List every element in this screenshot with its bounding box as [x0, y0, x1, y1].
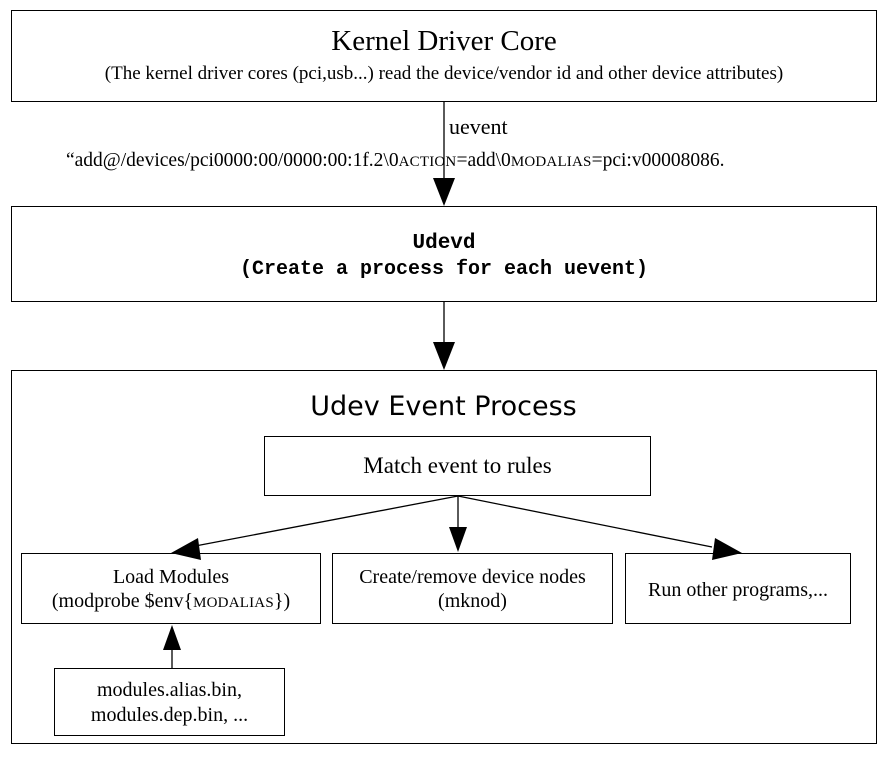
device-nodes-title: Create/remove device nodes [359, 566, 586, 588]
run-programs-box: Run other programs,... [625, 553, 851, 624]
device-nodes-command: (mknod) [438, 590, 507, 612]
arrowhead-match-to-load [171, 538, 201, 560]
arrowhead-files-to-load [163, 625, 181, 650]
arrowhead-match-to-nodes [449, 527, 467, 552]
uevent-string-part: =pci:v00008086. [591, 150, 725, 171]
load-modules-command: (modprobe $env{MODALIAS}) [22, 590, 320, 613]
udevd-box: Udevd (Create a process for each uevent) [11, 206, 877, 302]
arrowhead-match-to-run [712, 538, 742, 560]
arrow-match-to-run [457, 495, 713, 548]
uevent-string: “add@/devices/pci0000:00/0000:00:1f.2\0A… [66, 150, 724, 172]
uevent-label: uevent [449, 114, 508, 139]
load-modules-title: Load Modules [112, 566, 230, 588]
run-programs-label: Run other programs,... [648, 579, 828, 601]
arrowhead-kernel-to-udevd [433, 178, 455, 206]
device-nodes-box: Create/remove device nodes (mknod) [332, 553, 613, 624]
udev-event-process-title: Udev Event Process [310, 391, 577, 422]
match-event-box: Match event to rules [264, 436, 651, 496]
udevd-subtitle: (Create a process for each uevent) [239, 258, 649, 281]
module-files-line-1: modules.alias.bin, [97, 679, 242, 701]
match-event-label: Match event to rules [363, 453, 552, 478]
load-modules-command-part: (modprobe $env{ [51, 590, 194, 612]
kernel-driver-core-box: Kernel Driver Core (The kernel driver co… [11, 10, 877, 102]
kernel-driver-core-subtitle: (The kernel driver cores (pci,usb...) re… [104, 63, 784, 84]
uevent-string-part: “add@/devices/pci0000:00/0000:00:1f.2\0 [66, 150, 399, 171]
udevd-title: Udevd [412, 232, 476, 255]
uevent-string-part: =add\0 [456, 150, 511, 171]
module-files-box: modules.alias.bin, modules.dep.bin, ... [54, 668, 285, 736]
module-files-line-2: modules.dep.bin, ... [90, 704, 249, 726]
load-modules-command-part: }) [273, 590, 291, 612]
kernel-driver-core-title: Kernel Driver Core [331, 25, 557, 57]
uevent-modalias-key: MODALIAS [510, 154, 592, 170]
arrow-match-to-load [189, 495, 459, 548]
uevent-action-key: ACTION [398, 154, 457, 170]
load-modules-modalias: MODALIAS [193, 595, 274, 611]
arrowhead-udevd-to-process [433, 342, 455, 370]
load-modules-box: Load Modules (modprobe $env{MODALIAS}) [21, 553, 321, 624]
